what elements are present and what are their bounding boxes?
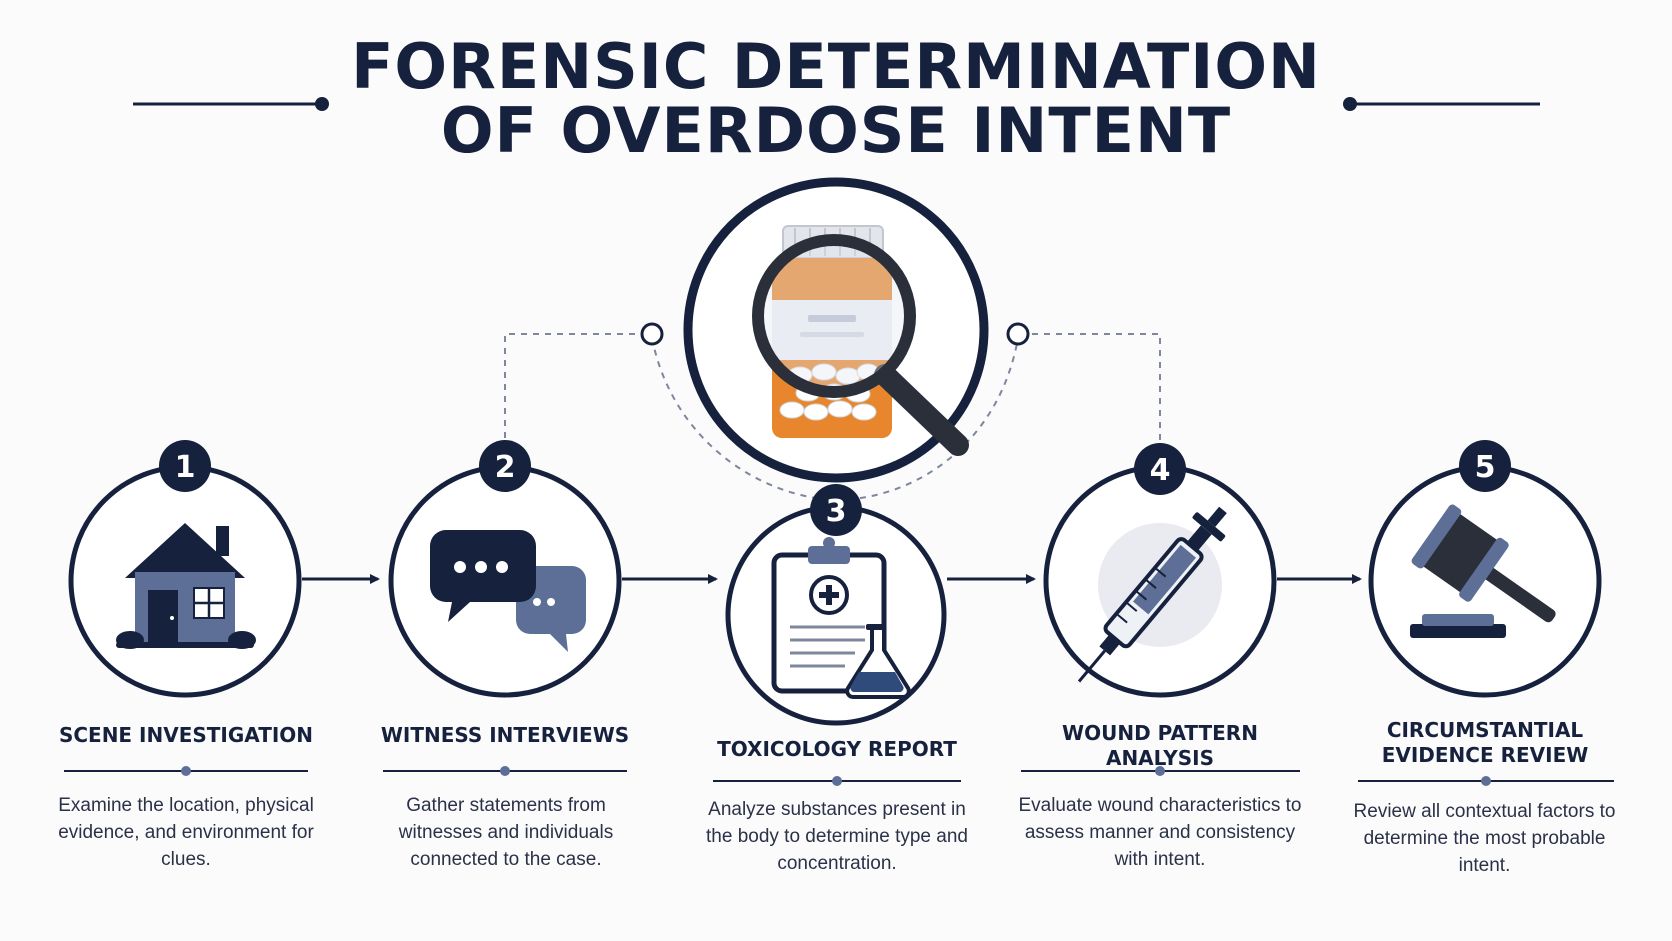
page-title-line-1: FORENSIC DETERMINATION xyxy=(351,30,1321,103)
step-1-description: Examine the location, physical evidence,… xyxy=(58,795,314,870)
separator-dots xyxy=(181,766,1491,786)
house-icon xyxy=(116,523,256,649)
step-5-title: CIRCUMSTANTIAL EVIDENCE REVIEW xyxy=(1381,718,1589,767)
step-5-badge: 5 xyxy=(1459,440,1511,492)
gavel-icon xyxy=(1410,504,1556,638)
speech-bubbles-icon xyxy=(430,530,586,652)
title-decoration-left xyxy=(133,97,329,111)
step-3-description: Analyze substances present in the body t… xyxy=(706,799,968,874)
step-5-number: 5 xyxy=(1475,450,1496,485)
step-4-description: Evaluate wound characteristics to assess… xyxy=(1018,795,1302,870)
step-2-title: WITNESS INTERVIEWS xyxy=(380,723,630,747)
step-2-number: 2 xyxy=(495,450,516,485)
magnifier-over-pill-bottle-icon xyxy=(683,177,989,483)
step-5-circle xyxy=(1368,464,1602,698)
step-4-number: 4 xyxy=(1150,453,1171,488)
connector-node-left xyxy=(640,322,664,346)
step-5-description: Review all contextual factors to determi… xyxy=(1353,801,1616,876)
syringe-icon xyxy=(1077,506,1227,683)
page-title-line-2: OF OVERDOSE INTENT xyxy=(440,94,1232,167)
step-2-description: Gather statements from witnesses and ind… xyxy=(398,795,614,870)
step-4-title: WOUND PATTERN ANALYSIS xyxy=(1062,721,1258,770)
clipboard-flask-icon xyxy=(771,537,911,699)
step-4-badge: 4 xyxy=(1134,443,1186,495)
title-decoration-right xyxy=(1343,97,1540,111)
step-1-number: 1 xyxy=(175,450,196,485)
step-3-title: TOXICOLOGY REPORT xyxy=(717,737,957,761)
connector-node-right xyxy=(1006,322,1030,346)
step-1-badge: 1 xyxy=(159,440,211,492)
step-2-badge: 2 xyxy=(479,440,531,492)
step-1-title: SCENE INVESTIGATION xyxy=(58,723,314,747)
step-3-number: 3 xyxy=(826,494,847,529)
step-3-badge: 3 xyxy=(810,484,862,536)
